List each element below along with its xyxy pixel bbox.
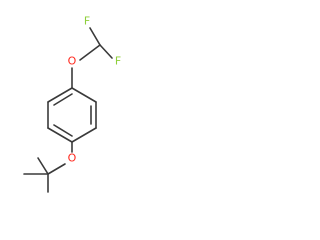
molecule-structure-diagram: O F F O <box>23 15 122 193</box>
atom-f-right: F <box>115 55 121 68</box>
atom-o-upper: O <box>68 55 77 68</box>
bond-tbu-methyl-top <box>37 157 49 175</box>
atom-f-left: F <box>84 15 90 28</box>
bond-cf-left <box>89 27 101 46</box>
ring-bond-bottom-left <box>47 127 73 143</box>
bond-cf-right <box>99 44 113 59</box>
ring-bond-top-left <box>47 87 73 103</box>
ring-double-bond-inner-bottom <box>53 124 73 137</box>
bond-o-lower-c <box>47 163 66 175</box>
ring-bond-bottom-right <box>71 127 97 143</box>
ring-double-bond-inner-top <box>53 93 73 106</box>
atom-o-lower: O <box>68 152 77 165</box>
bond-c-o-upper <box>79 44 101 61</box>
bonds <box>23 27 113 193</box>
atom-labels: O F F O <box>68 15 122 165</box>
ring-bond-top-right <box>71 87 97 103</box>
